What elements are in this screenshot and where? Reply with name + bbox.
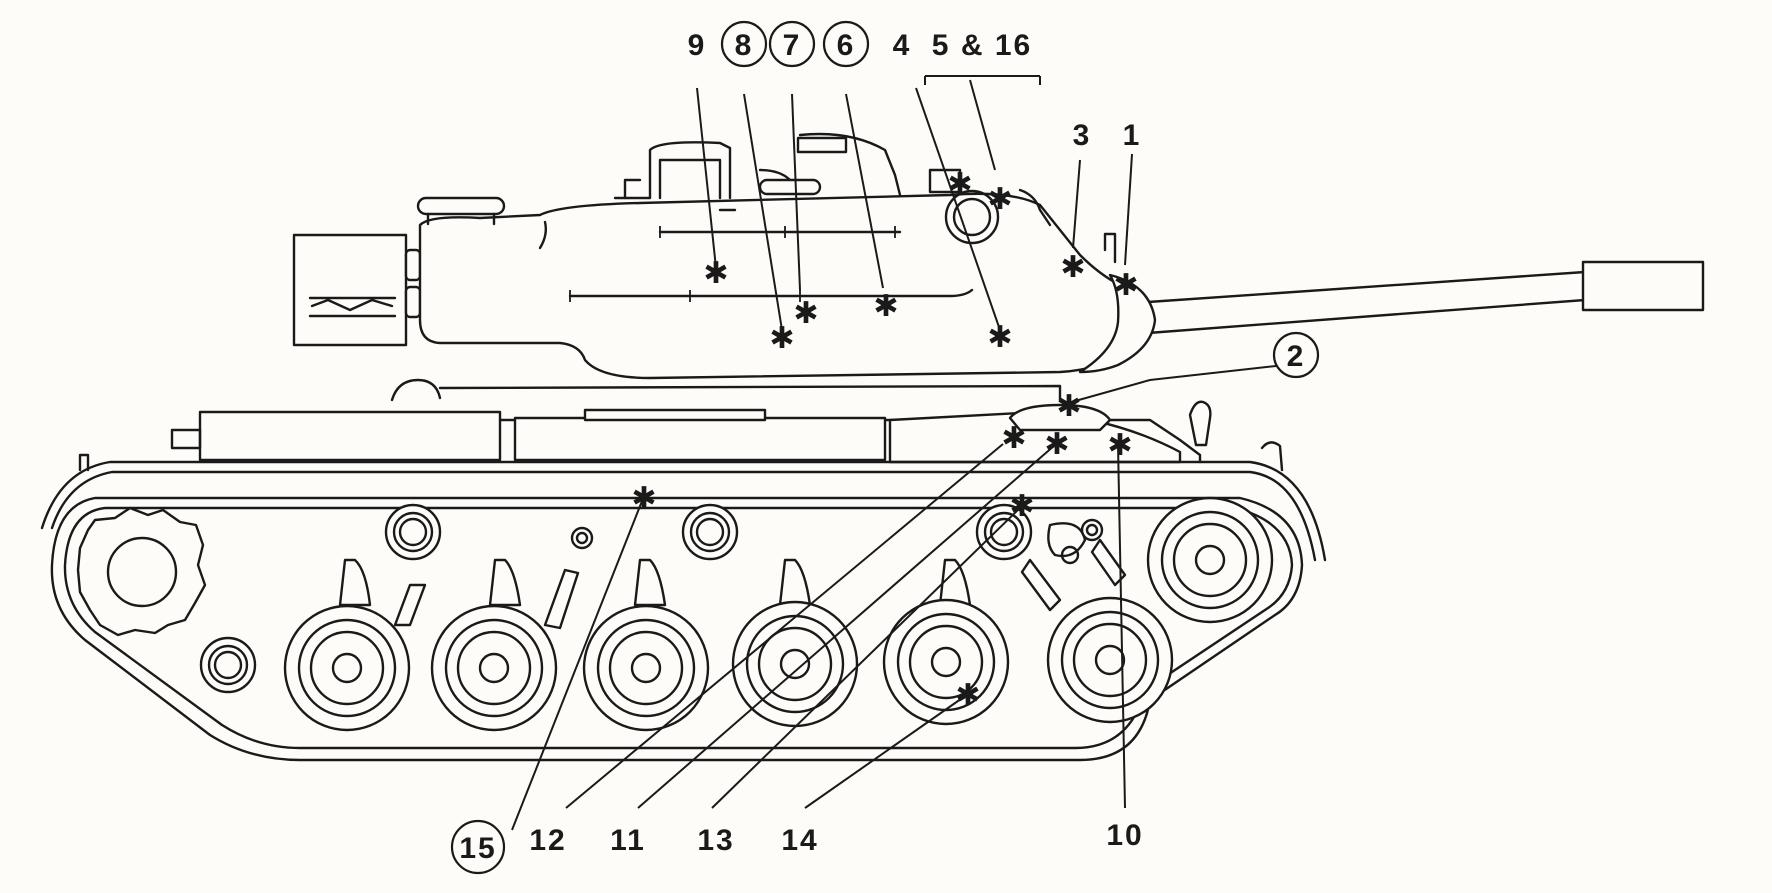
callout-label: 9 [688,29,707,62]
callout-label: 15 [459,832,496,865]
callout-label: 1 [1123,119,1142,152]
hull [40,378,1327,562]
lube-point-marker: ✱ [769,321,794,356]
lube-point-marker: ✱ [987,182,1012,217]
lube-point-marker: ✱ [703,256,728,291]
callout-10: 10 [1106,819,1143,852]
callout-circle [450,819,506,875]
callout-label: 8 [735,29,754,62]
callout-label: 7 [783,29,802,62]
turret [292,132,1157,380]
lube-point-marker: ✱ [1113,268,1138,303]
callout-circle [720,20,768,68]
callout-9: 9 [688,29,707,62]
lube-point-marker: ✱ [1009,489,1034,524]
callout-4: 4 [893,29,912,62]
road-wheel [882,598,1010,726]
callout-circle [822,20,870,68]
gun-barrel [1146,260,1705,335]
callout-label: 3 [1073,119,1092,152]
lube-point-marker: ✱ [955,678,980,713]
road-wheel [582,604,710,732]
callout-2: 2 [1272,331,1320,379]
road-wheel [731,600,859,728]
idler-wheel [1146,496,1274,624]
callout-11: 11 [610,824,646,857]
return-rollers [199,503,1033,694]
callout-3: 3 [1073,119,1092,152]
callout-6: 6 [822,20,870,68]
leader-lines [511,75,1277,831]
road-wheel [283,604,411,732]
callout-label: 12 [529,824,566,857]
road-wheel [430,604,558,732]
lube-point-marker: ✱ [1107,428,1132,463]
drive-sprocket [76,506,207,637]
callout-13: 13 [697,824,734,857]
lubrication-markers: ✱✱✱✱✱✱✱✱✱✱✱✱✱✱✱✱ [631,167,1138,713]
callout-label: 5 & 16 [932,29,1032,62]
lube-point-marker: ✱ [631,481,656,516]
suspension [338,518,1127,630]
callout-label: 14 [781,824,818,857]
road-wheel [1046,596,1174,724]
lube-point-marker: ✱ [1044,427,1069,462]
callout-7: 7 [768,20,816,68]
lube-point-marker: ✱ [1056,389,1081,424]
callout-8: 8 [720,20,768,68]
lube-point-marker: ✱ [947,167,972,202]
callout-14: 14 [781,824,818,857]
lube-point-marker: ✱ [793,296,818,331]
callout-circle [1272,331,1320,379]
callout-12: 12 [529,824,566,857]
callout-label: 6 [837,29,856,62]
lube-point-marker: ✱ [1001,421,1026,456]
lube-point-marker: ✱ [1060,250,1085,285]
callout-label: 2 [1287,340,1306,373]
callout-15: 15 [450,819,506,875]
road-wheels [283,496,1274,732]
callout-5: 5 & 16 [932,29,1032,62]
callout-label: 11 [610,824,646,857]
callout-label: 13 [697,824,734,857]
lube-point-marker: ✱ [873,289,898,324]
track [50,496,1304,762]
callout-circle [768,20,816,68]
callout-1: 1 [1123,119,1142,152]
lube-point-marker: ✱ [987,320,1012,355]
callout-label: 10 [1106,819,1143,852]
callout-label: 4 [893,29,912,62]
